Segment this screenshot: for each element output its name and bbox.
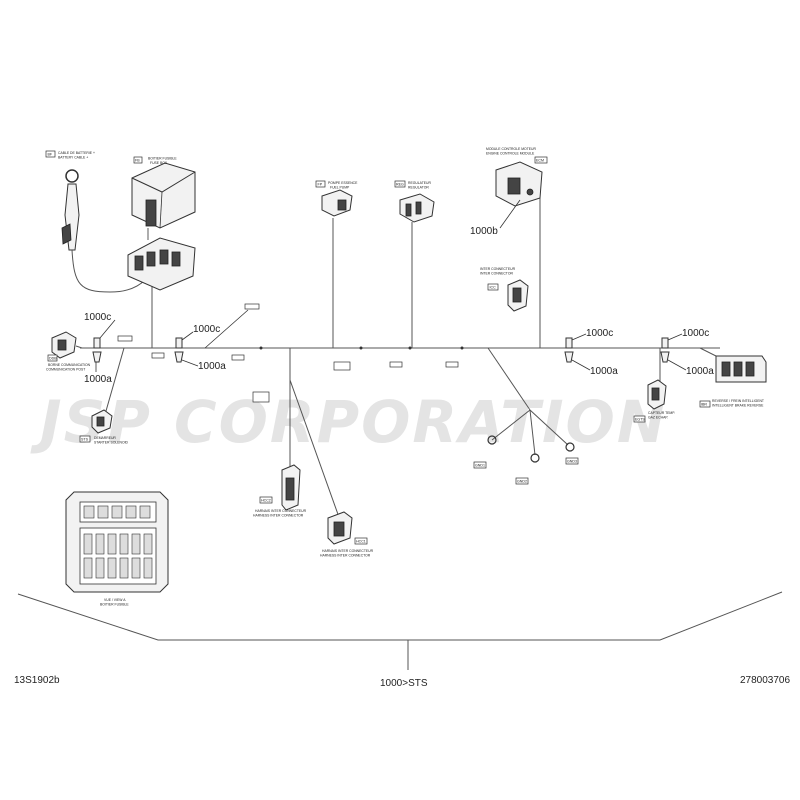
- inter-connector: ICC INTER CONNECTEUR INTER CONNECTOR: [480, 267, 529, 312]
- regulator-label-en: REGULATOR: [408, 186, 429, 190]
- callout-1000b: 1000b: [470, 226, 498, 237]
- inter-connector-tag: ICC: [490, 286, 497, 290]
- callout-1000c-left: 1000c: [84, 312, 111, 323]
- fuel-pump-tag: FP: [318, 183, 323, 187]
- harness-connector-hcc1: HCC1 HARNAIS INTER CONNECTEUR HARNESS IN…: [320, 511, 374, 558]
- ibr-label-en: INTELLIGENT BRAKE REVERSE: [712, 404, 764, 408]
- comm-post-label-fr: BORNE COMMUNICATION: [48, 363, 91, 367]
- fuel-pump-connector: FP POMPE ESSENCE FUEL PUMP: [315, 180, 358, 217]
- hcc2-label-en: HARNESS INTER CONNECTOR: [253, 514, 304, 518]
- assembly-bracket: [17, 591, 783, 670]
- starter-solenoid: STS DEMARREUR STARTER SOLENOID: [79, 409, 129, 445]
- view-a-detail: VUE / VIEW A BOITIER FUSIBLE: [65, 491, 169, 607]
- assembly-label: 1000>STS: [380, 678, 428, 689]
- fuse-box-label-en: FUSE BOX: [150, 161, 168, 165]
- part-number: 278003706: [740, 675, 790, 686]
- ground-1-tag: GND1: [475, 464, 485, 468]
- hcc2-tag: HCC2: [261, 499, 271, 503]
- hcc1-label-fr: HARNAIS INTER CONNECTEUR: [322, 549, 374, 553]
- view-a-title: VUE / VIEW A: [104, 598, 126, 602]
- battery-cable-label-en: BATTERY CABLE +: [58, 156, 88, 160]
- inter-connector-label-en: INTER CONNECTOR: [480, 272, 513, 276]
- ibr-connector: IBR REVERSE / FREIN INTELLIGENT INTELLIG…: [699, 347, 767, 408]
- communication-post: DDB BORNE COMMUNICATION COMMUNICATION PO…: [46, 331, 91, 372]
- hcc1-tag: HCC1: [356, 540, 366, 544]
- fuse-box-label-fr: BOITIER FUSIBLE: [148, 157, 177, 161]
- fuel-pump-label-fr: POMPE ESSENCE: [328, 181, 358, 185]
- callout-1000a-r1: 1000a: [590, 366, 618, 377]
- inter-connector-label-fr: INTER CONNECTEUR: [480, 267, 516, 271]
- view-a-subtitle: BOITIER FUSIBLE: [100, 603, 129, 607]
- ecm-label-en: ENGINE CONTROLE MODULE: [486, 152, 535, 156]
- drawing-code: 13S1902b: [14, 675, 60, 686]
- callout-1000a-left: 1000a: [84, 374, 112, 385]
- callout-1000c-r2: 1000c: [682, 328, 709, 339]
- regulator-label-fr: REGULATEUR: [408, 181, 431, 185]
- regulator-connector: REG REGULATEUR REGULATOR: [394, 180, 435, 223]
- starter-label-en: STARTER SOLENOID: [94, 441, 129, 445]
- hcc2-label-fr: HARNAIS INTER CONNECTEUR: [255, 509, 307, 513]
- callout-1000a-r2: 1000a: [686, 366, 714, 377]
- ecm-label-fr: MODULE CONTROLE MOTEUR: [486, 147, 536, 151]
- battery-cable-label-fr: CABLE DE BATTERIE +: [58, 151, 95, 155]
- temp-sensor-label-en: GAZ ECHAP.: [648, 416, 668, 420]
- ibr-tag: IBR: [701, 403, 707, 407]
- temp-sensor-tag: EGTS: [635, 418, 645, 422]
- fuse-box: FB BOITIER FUSIBLE FUSE BOX: [127, 157, 196, 291]
- ground-2-tag: GND2: [517, 480, 527, 484]
- battery-cable: BF CABLE DE BATTERIE + BATTERY CABLE +: [45, 150, 146, 293]
- callout-1000c-mid: 1000c: [193, 324, 220, 335]
- ground-3-tag: GND3: [567, 460, 577, 464]
- comm-post-tag: DDB: [49, 357, 57, 361]
- starter-label-fr: DEMARREUR: [94, 436, 116, 440]
- comm-post-label-en: COMMUNICATION POST: [46, 368, 85, 372]
- temp-sensor-label-fr: CAPTEUR TEMP.: [648, 411, 675, 415]
- harness-trunk: [80, 195, 720, 521]
- battery-cable-tag: BF: [48, 153, 53, 157]
- ground-terminals: GND1 GND2 GND3: [473, 435, 579, 485]
- starter-tag: STS: [81, 438, 89, 442]
- ecm-tag: ECM: [536, 159, 544, 163]
- inline-terminals: [92, 319, 687, 372]
- ibr-label-fr: REVERSE / FREIN INTELLIGENT: [712, 399, 764, 403]
- regulator-tag: REG: [396, 183, 404, 187]
- watermark: JSP CORPORATION: [30, 388, 667, 456]
- callout-1000c-r1: 1000c: [586, 328, 613, 339]
- temp-sensor: EGTS CAPTEUR TEMP. GAZ ECHAP.: [633, 379, 675, 423]
- fuse-box-tag: FB: [135, 159, 140, 163]
- fuel-pump-label-en: FUEL PUMP: [330, 186, 350, 190]
- harness-connector-hcc2: HCC2 HARNAIS INTER CONNECTEUR HARNESS IN…: [253, 464, 307, 518]
- callout-1000a-mid: 1000a: [198, 361, 226, 372]
- hcc1-label-en: HARNESS INTER CONNECTOR: [320, 554, 371, 558]
- splice-markers: [117, 303, 464, 403]
- ecm-connector: ECM MODULE CONTROLE MOTEUR ENGINE CONTRO…: [470, 147, 548, 237]
